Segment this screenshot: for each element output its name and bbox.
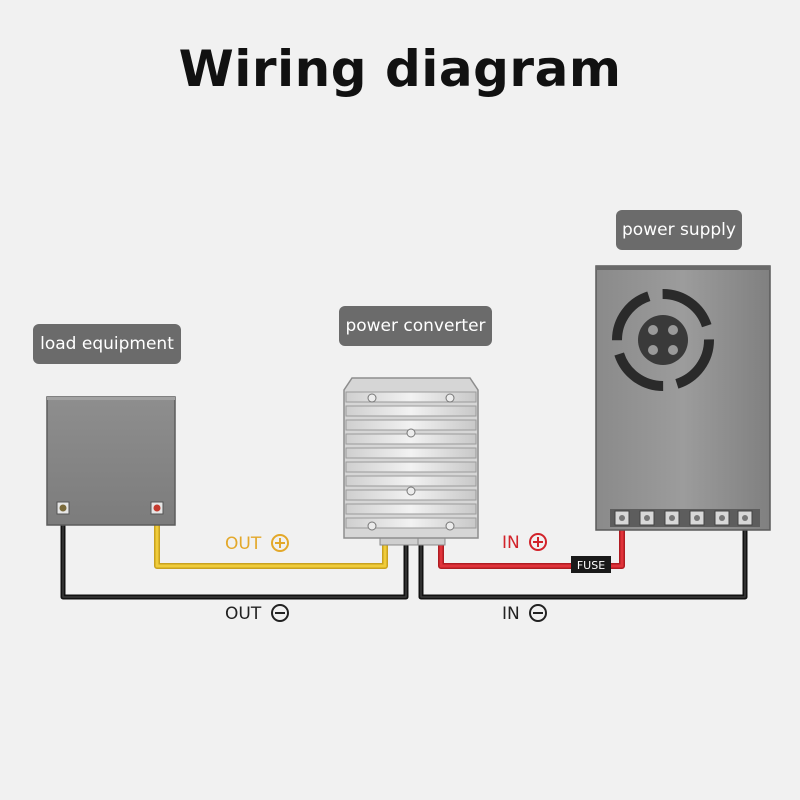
wire-in-positive (438, 517, 625, 569)
power-supply-label: power supply (616, 210, 742, 250)
circle-minus-icon (529, 604, 547, 622)
circle-minus-icon (271, 604, 289, 622)
power-converter (343, 377, 479, 546)
label-in-negative: IN (502, 604, 547, 624)
circle-plus-icon (529, 533, 547, 551)
load-equipment-label: load equipment (33, 324, 181, 364)
label-out-positive-text: OUT (225, 534, 262, 554)
label-in-positive: IN (502, 533, 547, 553)
label-in-positive-text: IN (502, 533, 520, 553)
circle-plus-icon (271, 534, 289, 552)
label-in-negative-text: IN (502, 604, 520, 624)
power-supply (595, 265, 771, 531)
load-terminal-negative (56, 501, 70, 515)
wire-out-positive (154, 509, 388, 569)
label-out-negative: OUT (225, 604, 289, 624)
load-equipment (46, 396, 176, 526)
wire-out-negative (60, 509, 409, 600)
power-converter-label: power converter (339, 306, 492, 346)
fuse-label: FUSE (577, 559, 605, 572)
fan-icon (612, 289, 714, 391)
fuse: FUSE (571, 556, 611, 573)
label-out-positive: OUT (225, 534, 289, 554)
wire-in-negative (418, 517, 748, 600)
load-terminal-positive (150, 501, 164, 515)
label-out-negative-text: OUT (225, 604, 262, 624)
terminal-strip (610, 509, 760, 527)
diagram-title: Wiring diagram (178, 40, 622, 98)
